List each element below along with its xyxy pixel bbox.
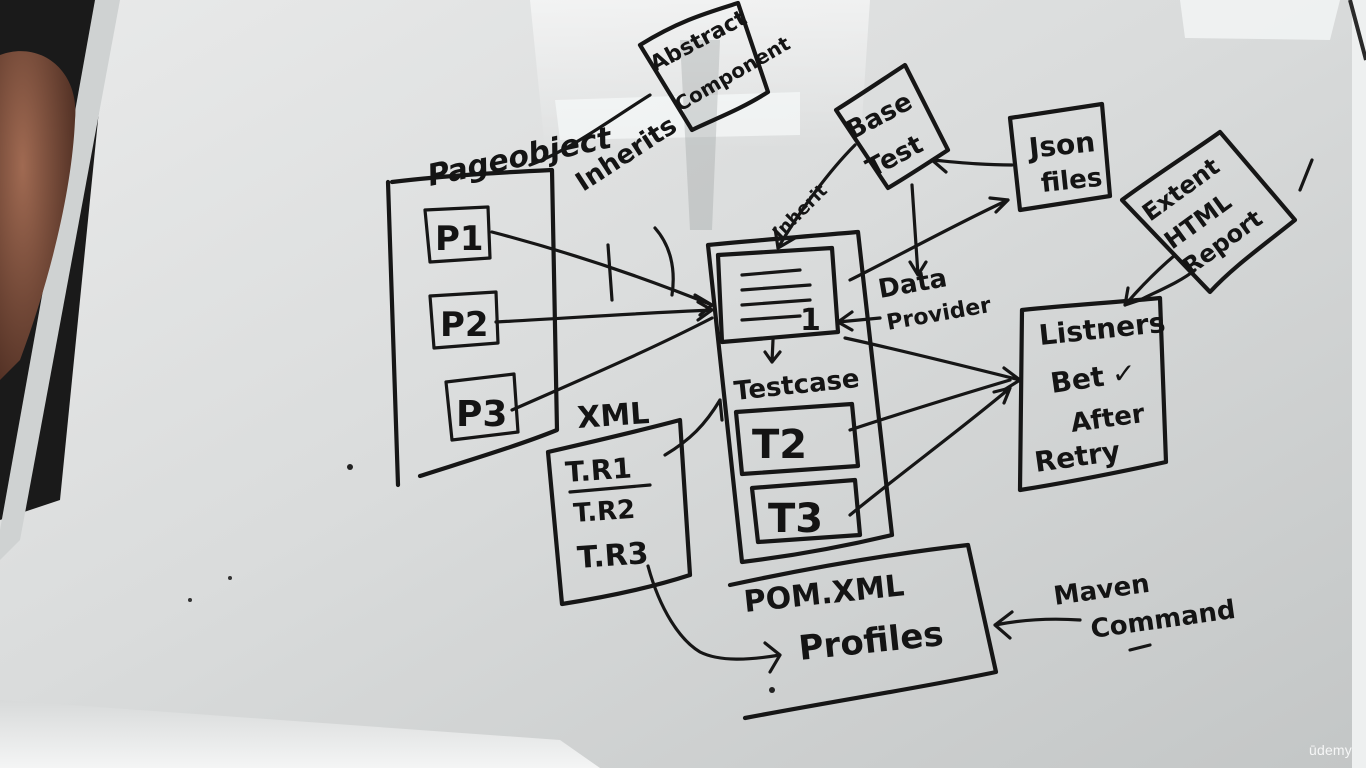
xml-box — [545, 417, 693, 607]
hand — [0, 51, 76, 380]
json-to-basetest-arrow — [930, 148, 1014, 174]
testcase-group: 1 Testcase T2 T3 — [705, 229, 895, 565]
document-lines — [740, 268, 812, 322]
maven-arrow — [993, 610, 1082, 640]
p3-box — [444, 372, 520, 442]
xml-group: XML T.R1 T.R2 T.R3 — [545, 396, 724, 607]
check-mark: ✓ — [1112, 357, 1135, 390]
base-test-box — [833, 62, 951, 191]
board-frame — [1352, 0, 1366, 768]
data-provider-arrow — [908, 183, 928, 277]
tr3-label: T.R3 — [576, 536, 650, 576]
t3-label: T3 — [768, 496, 823, 542]
abstract-component-box — [637, 0, 771, 133]
testcase-to-json-arrow — [848, 196, 1010, 282]
provider-arrow — [836, 310, 882, 332]
tr2-label: T.R2 — [572, 495, 636, 529]
page-object-arrows — [490, 226, 714, 412]
tr1-label: T.R1 — [564, 451, 633, 489]
p1-label: P1 — [435, 219, 484, 259]
inherits-arrow — [528, 93, 652, 167]
files-label: files — [1040, 163, 1104, 199]
pom-box — [727, 542, 999, 721]
testcase-container — [705, 229, 895, 565]
udemy-watermark: ūdemy — [1308, 742, 1352, 758]
extent-report-box — [1119, 129, 1298, 295]
p2-label: P2 — [440, 305, 489, 345]
listeners-box — [1017, 295, 1169, 493]
json-files-group: Json files — [848, 101, 1113, 282]
t3-box — [749, 477, 863, 545]
t2-label: T2 — [752, 422, 807, 468]
floor-reflection — [0, 700, 600, 768]
json-label: Json — [1025, 125, 1096, 165]
listener-arrows — [843, 336, 1022, 517]
json-files-box — [1007, 101, 1113, 213]
xml-to-testcase-arrow — [663, 398, 724, 457]
p3-label: P3 — [456, 394, 507, 435]
bet-label: Bet — [1048, 360, 1106, 400]
t2-box — [733, 401, 861, 477]
xml-to-pom-arrow — [646, 564, 782, 674]
testcase-marker: 1 — [800, 303, 821, 338]
p1-box — [423, 205, 492, 264]
test-document-box — [715, 245, 841, 345]
p2-box — [428, 290, 500, 350]
